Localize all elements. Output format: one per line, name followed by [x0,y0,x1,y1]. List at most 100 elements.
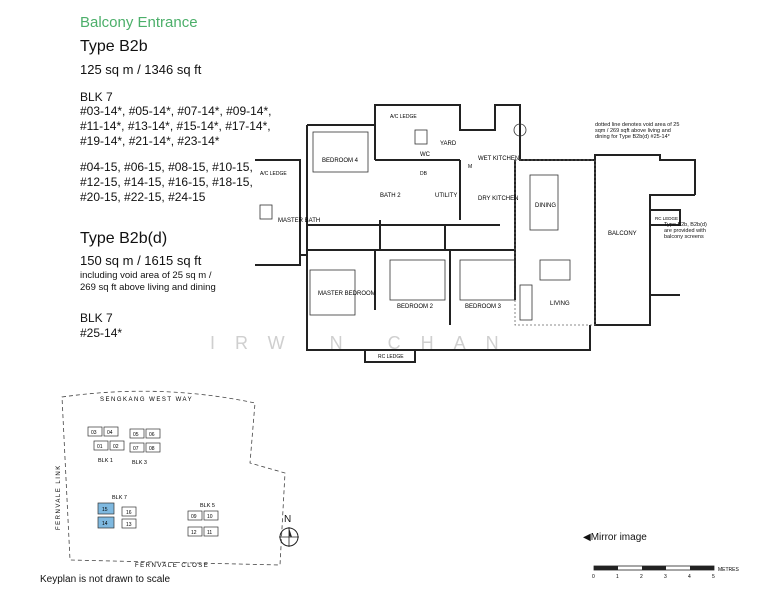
unit-block [129,428,145,439]
unit-number: 07 [133,446,139,452]
room-dining: DINING [535,203,556,209]
unit-block [203,510,219,521]
room-living: LIVING [550,301,570,307]
type2-title: Type B2b(d) [80,230,168,247]
units-a-line: #11-14*, #13-14*, #15-14*, #17-14*, [80,119,271,133]
balcony-rail [649,195,680,296]
inner-wall [300,250,451,325]
units-b-line: #04-15, #06-15, #08-15, #10-15, [80,160,253,174]
scale-tick: 4 [688,574,691,580]
unit-block [121,518,137,529]
units-a: #03-14*, #05-14*, #07-14*, #09-14*, #11-… [80,104,271,149]
units-c: #25-14* [80,326,123,340]
block-label: BLK 1 [98,458,113,464]
unit-block-highlight [97,516,115,529]
room-balcony: BALCONY [608,231,637,237]
bed-icon [309,269,356,316]
scale-unit: METRES [718,567,740,573]
room-master-bath: MASTER BATH [278,218,320,224]
unit-number: 08 [149,446,155,452]
site-boundary [61,390,286,566]
unit-block [87,426,103,437]
screen-note: Type B2b, B2b(d) are provided with balco… [664,222,707,240]
room-utility: UTILITY [435,193,457,199]
unit-number: 04 [107,430,113,436]
inner-wall [307,160,516,300]
toilet-icon [259,204,273,220]
units-a-line: #03-14*, #05-14*, #07-14*, #09-14*, [80,104,272,118]
sink-icon [513,123,527,137]
room-rc-ledge-bottom: RC LEDGE [378,354,404,360]
units-b-line: #12-15, #14-15, #16-15, #18-15, [80,175,253,189]
room-wet-kitchen: WET KITCHEN [478,156,519,162]
scale-tick: 1 [616,574,619,580]
scale-tick: 2 [640,574,643,580]
room-bedroom3: BEDROOM 3 [465,304,502,310]
outer-wall-top [307,104,696,195]
rc-ledge-right-wall [650,209,681,226]
balcony-wall [594,160,695,326]
room-rc-ledge-right: RC LEDGE [655,216,678,221]
unit-number: 16 [126,510,132,516]
room-dry-kitchen: DRY KITCHEN [478,196,518,202]
unit-block [145,442,161,453]
outer-wall [306,125,591,351]
tv-console-icon [519,284,533,321]
unit-number: 02 [113,444,119,450]
road-left-label: FERNVALE LINK [56,464,62,530]
floor-plan: BEDROOM 4 A/C LEDGE A/C LEDGE WC YARD WE… [255,104,696,363]
unit-number: 06 [149,432,155,438]
room-db: DB [420,171,428,177]
unit-block [129,442,145,453]
room-yard: YARD [440,141,457,147]
room-bedroom4: BEDROOM 4 [322,158,359,164]
block-label: BLK 7 [112,495,127,501]
blk1-label: BLK 7 [80,90,113,104]
blk2-label: BLK 7 [80,311,113,325]
entrance-label: Balcony Entrance [80,14,198,31]
scale-tick: 0 [592,574,595,580]
room-wm: M [468,164,472,170]
void-note: dotted line denotes void area of 25 sqm … [595,122,680,140]
unit-block [187,510,203,521]
mirror-label: Mirror image [590,532,647,543]
road-bottom-label: FERNVALE CLOSE [135,563,209,569]
unit-block [187,526,203,537]
room-wc: WC [420,152,431,158]
units-a-line: #19-14*, #21-14*, #23-14* [80,134,220,148]
north-arrow-icon [279,527,299,547]
unit-number: 10 [207,514,213,520]
road-top-label: SENGKANG WEST WAY [100,397,193,403]
keyplan-note: Keyplan is not drawn to scale [40,574,171,585]
unit-number: 13 [126,522,132,528]
room-ac-ledge-top: A/C LEDGE [390,114,417,120]
mirror-note: ◀Mirror image [583,532,647,543]
type2-note-line: 269 sq ft above living and dining [80,282,216,293]
unit-number: 11 [207,530,212,536]
bed-icon [389,259,446,301]
dining-table-icon [529,174,559,231]
scale-bar: 0 1 2 3 4 5 METRES [592,565,740,580]
unit-number: 12 [191,530,197,536]
unit-number: 14 [102,521,108,527]
type1-title: Type B2b [80,38,148,55]
type2-area: 150 sq m / 1615 sq ft [80,253,202,268]
unit-block [121,506,137,517]
keyplan: SENGKANG WEST WAY FERNVALE LINK FERNVALE… [56,390,286,569]
block-label: BLK 5 [200,503,215,509]
unit-number: 01 [97,444,103,450]
unit-block [203,526,219,537]
unit-block [109,440,125,451]
toilet-icon [414,129,428,145]
unit-number: 15 [102,507,108,513]
type1-area: 125 sq m / 1346 sq ft [80,62,202,77]
unit-number: 03 [91,430,97,436]
sofa-icon [539,259,571,281]
scale-tick: 3 [664,574,667,580]
room-bath2: BATH 2 [380,193,401,199]
type2-note: including void area of 25 sq m / 269 sq … [80,270,216,294]
bed-icon [312,131,369,173]
unit-block [93,440,109,451]
type2-note-line: including void area of 25 sq m / [80,270,212,281]
scale-tick: 5 [712,574,715,580]
